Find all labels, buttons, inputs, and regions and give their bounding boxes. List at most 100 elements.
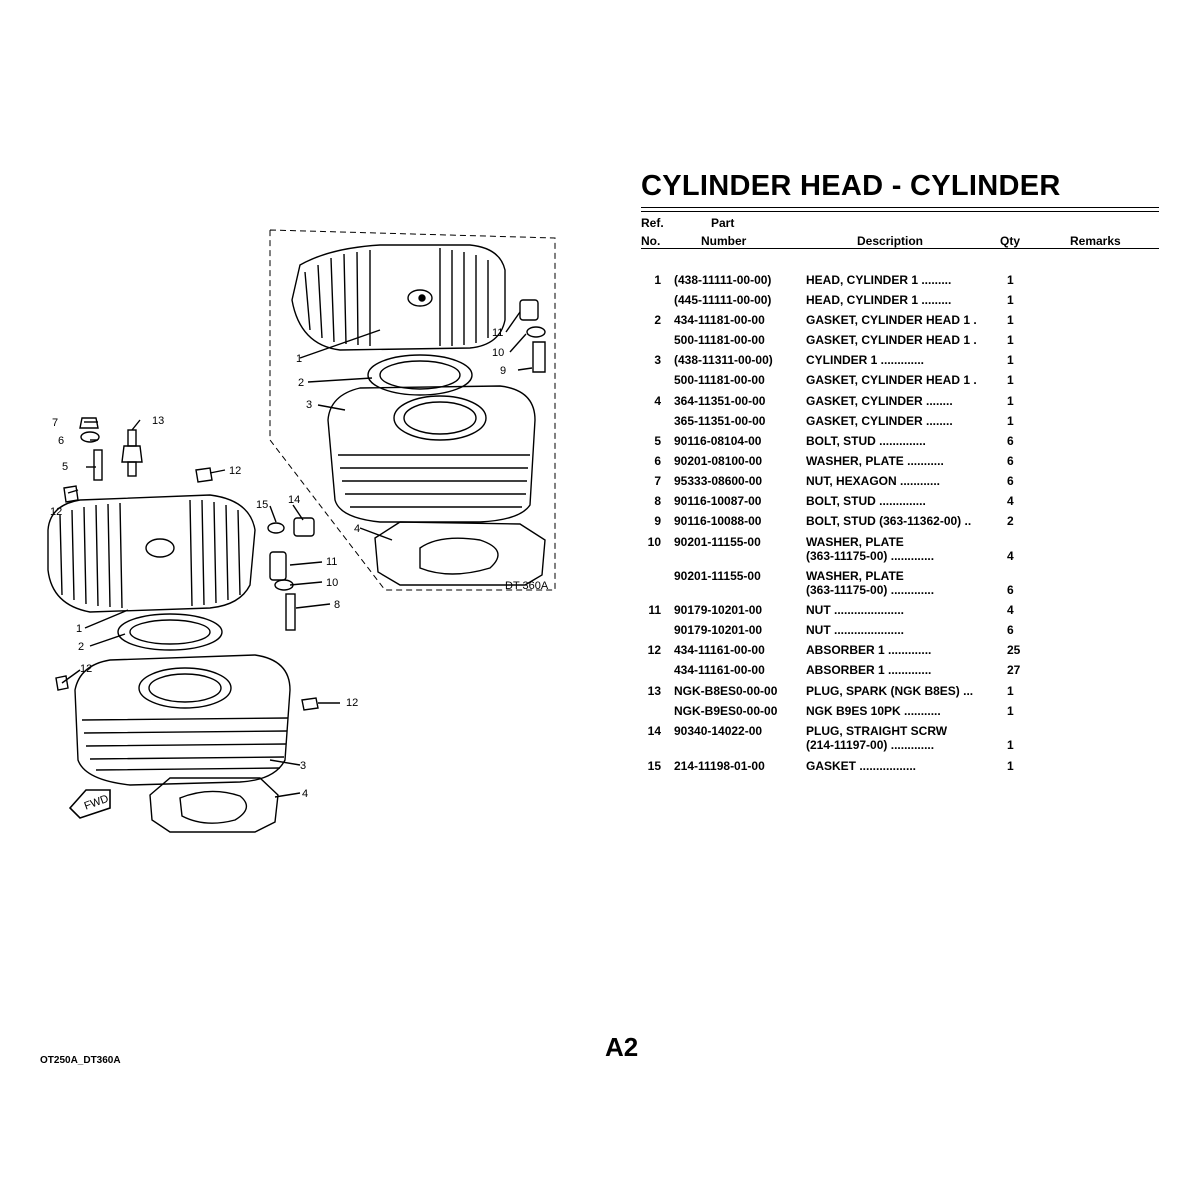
part-number-cell: 90201-11155-00: [674, 569, 761, 583]
callout-top-4: 4: [354, 523, 360, 535]
header-remarks: Remarks: [1070, 234, 1121, 248]
part-number-cell: 90201-08100-00: [674, 454, 763, 468]
page-number: A2: [605, 1032, 639, 1062]
callout-bottom-4: 4: [302, 788, 308, 800]
bottom-nut-7: [79, 417, 99, 429]
top-base-gasket: [374, 521, 546, 586]
qty-cell: 1: [1007, 684, 1014, 698]
qty-cell: 1: [1007, 293, 1014, 307]
ref-cell: 14: [647, 724, 661, 738]
qty-cell: 27: [1007, 663, 1021, 677]
callout-bottom-1: 1: [76, 623, 82, 635]
spark-plug: [121, 429, 143, 477]
callout-bottom-12c: 12: [80, 663, 92, 675]
callout-bottom-11: 11: [326, 556, 337, 568]
ref-cell: 7: [654, 474, 661, 488]
description-cell: PLUG, STRAIGHT SCRW: [806, 724, 948, 738]
header-ref-line2: No.: [641, 234, 661, 248]
qty-cell: 6: [1007, 583, 1014, 597]
gasket-15: [267, 522, 285, 534]
part-number-cell: 500-11181-00-00: [674, 373, 765, 387]
absorber-12a: [63, 485, 79, 503]
bottom-washer-6: [80, 431, 100, 443]
qty-cell: 1: [1007, 333, 1014, 347]
absorber-12d: [301, 697, 319, 711]
callout-top-1: 1: [296, 353, 302, 365]
ref-cell: 11: [648, 603, 661, 617]
part-number-cell: NGK-B8ES0-00-00: [674, 684, 778, 698]
description-cell: GASKET, CYLINDER HEAD 1 .: [806, 373, 977, 387]
absorber-12c: [55, 675, 69, 691]
callout-bottom-14: 14: [288, 494, 300, 506]
callout-top-3: 3: [306, 399, 312, 411]
description-cell: GASKET, CYLINDER ........: [806, 414, 953, 428]
callout-bottom-13: 13: [152, 415, 164, 427]
bottom-stud-8: [285, 593, 296, 631]
model-label: DT 360A: [505, 580, 549, 592]
description-cell: PLUG, SPARK (NGK B8ES) ...: [806, 684, 974, 698]
qty-cell: 1: [1007, 394, 1014, 408]
ref-cell: 15: [647, 759, 661, 773]
description-cell: HEAD, CYLINDER 1 .........: [806, 273, 952, 287]
bottom-head-gasket: [117, 613, 223, 651]
description-cell: BOLT, STUD ..............: [806, 494, 926, 508]
part-number-cell: (438-11111-00-00): [674, 273, 772, 287]
description-cell: NUT, HEXAGON ............: [806, 474, 941, 488]
part-number-cell: 90340-14022-00: [674, 724, 763, 738]
description-cell: GASKET, CYLINDER ........: [806, 394, 953, 408]
bottom-base-gasket: [149, 777, 279, 833]
description-cell-line2: (363-11175-00) .............: [806, 583, 935, 597]
description-cell: CYLINDER 1 .............: [806, 353, 925, 367]
qty-cell: 1: [1007, 414, 1014, 428]
description-cell: WASHER, PLATE: [806, 569, 904, 583]
description-cell: GASKET .................: [806, 759, 917, 773]
part-number-cell: 90179-10201-00: [674, 623, 763, 637]
callout-top-10: 10: [492, 347, 504, 359]
qty-cell: 6: [1007, 474, 1014, 488]
bottom-stud-5: [93, 449, 103, 481]
part-number-cell: NGK-B9ES0-00-00: [674, 704, 778, 718]
ref-cell: 3: [654, 353, 661, 367]
qty-cell: 1: [1007, 704, 1014, 718]
qty-cell: 2: [1007, 514, 1014, 528]
description-cell: GASKET, CYLINDER HEAD 1 .: [806, 333, 977, 347]
bottom-cylinder-head: [47, 494, 256, 613]
callout-bottom-10: 10: [326, 577, 338, 589]
qty-cell: 6: [1007, 454, 1014, 468]
description-cell: BOLT, STUD ..............: [806, 434, 926, 448]
part-number-cell: 90116-10088-00: [674, 514, 762, 528]
qty-cell: 6: [1007, 434, 1014, 448]
part-number-cell: 434-11161-00-00: [674, 643, 765, 657]
ref-cell: 2: [654, 313, 661, 327]
part-number-cell: 434-11161-00-00: [674, 663, 765, 677]
header-description: Description: [857, 234, 924, 248]
callout-bottom-5: 5: [62, 461, 68, 473]
ref-cell: 4: [654, 394, 661, 408]
part-number-cell: 500-11181-00-00: [674, 333, 765, 347]
qty-cell: 1: [1007, 353, 1014, 367]
description-cell: NUT .....................: [806, 623, 905, 637]
ref-cell: 8: [654, 494, 661, 508]
ref-cell: 5: [654, 434, 661, 448]
header-part-line1: Part: [711, 216, 735, 230]
qty-cell: 4: [1007, 603, 1014, 617]
qty-cell: 1: [1007, 759, 1014, 773]
part-number-cell: 365-11351-00-00: [674, 414, 766, 428]
description-cell: BOLT, STUD (363-11362-00) ..: [806, 514, 972, 528]
part-number-cell: (438-11311-00-00): [674, 353, 773, 367]
qty-cell: 4: [1007, 494, 1014, 508]
callout-bottom-3: 3: [300, 760, 306, 772]
callout-bottom-7: 7: [52, 417, 58, 429]
page-title: CYLINDER HEAD - CYLINDER: [641, 170, 1061, 202]
top-cylinder: [327, 385, 536, 523]
ref-cell: 1: [654, 273, 661, 287]
header-part-line2: Number: [701, 234, 747, 248]
bottom-nut-11: [269, 551, 287, 581]
qty-cell: 4: [1007, 549, 1014, 563]
fwd-arrow-shape: [68, 789, 111, 819]
description-cell: NUT .....................: [806, 603, 905, 617]
description-cell: NGK B9ES 10PK ...........: [806, 704, 941, 718]
description-cell-line2: (214-11197-00) .............: [806, 738, 935, 752]
part-number-cell: 90116-08104-00: [674, 434, 762, 448]
exploded-parts-diagram: 1 2 3 4 9 10 11 DT 360A 1 2 3 4 5 6 7 8 …: [47, 229, 556, 833]
